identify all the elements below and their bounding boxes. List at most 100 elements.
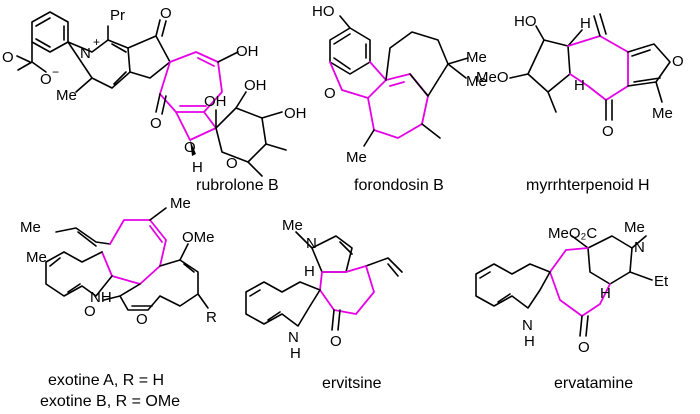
ervitsine-indole (245, 281, 321, 327)
exotine-me3-label: Me (170, 195, 191, 212)
forondosin-cyclohexane (385, 31, 449, 97)
rubrolone-substituent-bonds (215, 91, 287, 177)
myrrh-ketone (605, 99, 613, 121)
ervatamine-ketone (579, 315, 589, 337)
myrrh-exo-methylene (593, 13, 607, 37)
exotine-r-label: R (206, 309, 217, 326)
rubrolone-o-carbonyl-label: O (2, 49, 14, 66)
exotine-r-bond (197, 293, 209, 309)
ervatamine-ethyl (629, 271, 653, 281)
rubrolone-h-wedge (190, 140, 196, 156)
caption-ervitsine: ervitsine (322, 375, 382, 392)
exotine-prenyl (55, 227, 111, 247)
myrrh-o-furan-label: O (672, 53, 684, 70)
molecule-ervitsine (245, 231, 403, 331)
exotine-ome-bond (179, 243, 189, 261)
rubrolone-charge-label: + (93, 35, 100, 49)
rubrolone-n-label: N (80, 45, 91, 62)
exotine-lactone-carbonyl (103, 295, 121, 301)
ervatamine-indole (475, 263, 551, 309)
exotine-o-ring-label: O (136, 311, 148, 328)
caption-rubrolone-b: rubrolone B (196, 177, 279, 194)
ervitsine-n-label: N (306, 235, 317, 252)
molecule-myrrhterpenoid-h (509, 13, 671, 121)
caption-forondosin-b: forondosin B (354, 177, 444, 194)
rubrolone-benzene-ring (31, 11, 69, 53)
rubrolone-me-label: Me (56, 87, 77, 104)
exotine-me1-label: Me (20, 219, 41, 236)
forondosin-o-label: O (324, 85, 336, 102)
ervatamine-o-label: O (578, 339, 590, 356)
ervatamine-meo2c-label: MeO₂C (548, 225, 597, 242)
rubrolone-o-ring-label: O (184, 139, 196, 156)
ervitsine-nh-h-label: H (290, 345, 301, 362)
rubrolone-pyridinium-ring (67, 39, 131, 89)
rubrolone-oh-bond (217, 51, 239, 63)
forondosin-benzene-ring (329, 27, 371, 75)
ervatamine-n-methyl (631, 235, 647, 249)
ervitsine-seven-ring (319, 265, 375, 315)
exotine-me2-label: Me (26, 249, 47, 266)
ervatamine-n-label: N (634, 239, 645, 256)
forondosin-oh-bond (339, 15, 351, 29)
exotine-ome-label: OMe (182, 229, 215, 246)
ervatamine-h-label: H (600, 285, 611, 302)
myrrh-me-label: Me (652, 105, 673, 122)
myrrh-h1-label: H (580, 15, 591, 32)
ervitsine-h-label: H (304, 263, 315, 280)
forondosin-me1-label: Me (466, 49, 487, 66)
exotine-indole (45, 251, 113, 297)
exotine-nh-label: NH (90, 289, 112, 306)
myrrh-h2-label: H (574, 77, 585, 94)
myrrh-ho-label: HO (514, 13, 537, 30)
ervitsine-nh-n-label: N (288, 329, 299, 346)
rubrolone-cyclopentenone (127, 19, 171, 79)
rubrolone-me-bond (75, 77, 93, 93)
myrrh-cyclopentane (527, 39, 571, 93)
molecule-ervatamine (475, 235, 653, 337)
rubrolone-oh2-label: OH (204, 93, 227, 110)
rubrolone-ketone-bond (155, 93, 167, 115)
forondosin-seven-ring (367, 73, 429, 139)
exotine-seven-ring (101, 219, 167, 285)
ervatamine-et-label: Et (654, 273, 669, 290)
forondosin-ch2 (421, 123, 441, 139)
rubrolone-o-pyran-label: O (226, 155, 238, 172)
ervatamine-piperidine (587, 235, 633, 285)
rubrolone-h-label: H (192, 159, 203, 176)
rubrolone-furan-ring (175, 111, 217, 141)
caption-myrrhterpenoid-h: myrrhterpenoid H (526, 177, 650, 194)
ervatamine-ester (571, 235, 589, 249)
forondosin-me2-label: Me (466, 73, 487, 90)
ervitsine-o-label: O (330, 333, 342, 350)
rubrolone-o-minus-label: O (40, 71, 52, 88)
forondosin-methyl-bonds (363, 57, 469, 147)
ervitsine-ketone (331, 309, 341, 331)
ervitsine-me-label: Me (282, 217, 303, 234)
exotine-coumarin (119, 259, 199, 311)
ervitsine-n-methyl (295, 231, 313, 249)
molecule-rubrolone-b (16, 11, 287, 177)
exotine-methyl (149, 207, 167, 221)
myrrh-meo-label: MeO (476, 69, 509, 86)
forondosin-ho-label: HO (312, 3, 335, 20)
myrrh-substituent-bonds (509, 25, 583, 113)
myrrh-furan (627, 43, 671, 87)
ervatamine-nh-n-label: N (522, 317, 533, 334)
ervatamine-seven-ring (549, 247, 611, 317)
rubrolone-o-bottom-label: O (150, 115, 162, 132)
ervatamine-nh-h-label: H (524, 333, 535, 350)
exotine-o-carbonyl-label: O (84, 303, 96, 320)
molecule-forondosin-b (329, 15, 469, 147)
rubrolone-o-top-label: O (160, 5, 172, 22)
rubrolone-carboxylate-bonds (16, 41, 47, 73)
caption-exotine-a: exotine A, R = H (48, 372, 164, 389)
caption-ervatamine: ervatamine (554, 375, 633, 392)
rubrolone-pyran-ring (215, 107, 267, 163)
caption-exotine-b: exotine B, R = OMe (40, 393, 180, 410)
myrrh-o-ketone-label: O (602, 123, 614, 140)
ervitsine-ethylidene (365, 257, 403, 277)
rubrolone-oh4-label: OH (284, 105, 307, 122)
rubrolone-pr-label: Pr (110, 7, 125, 24)
